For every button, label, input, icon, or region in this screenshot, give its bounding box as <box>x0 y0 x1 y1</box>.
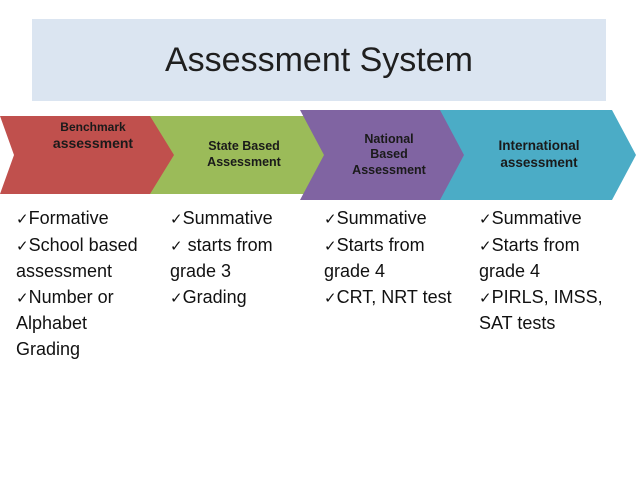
list-item-text: Summative <box>491 208 582 228</box>
stage-label-line: assessment <box>500 155 578 170</box>
list-item: ✓Formative <box>16 206 154 233</box>
check-icon: ✓ <box>170 236 183 255</box>
chevron-state <box>150 116 342 194</box>
list-item: ✓Summative <box>324 206 466 233</box>
stage-label-state: State Based Assessment <box>186 110 302 200</box>
check-icon: ✓ <box>324 210 337 228</box>
stage-label-benchmark: Benchmark assessment <box>38 110 148 200</box>
title-band <box>32 19 606 101</box>
list-item: ✓Grading <box>170 285 310 312</box>
chevron-national <box>300 110 478 200</box>
stage-label-line: Benchmark <box>60 120 126 134</box>
benchmark-details: ✓Formative ✓School based assessment ✓Num… <box>16 206 154 362</box>
state-details: ✓Summative ✓ starts from grade 3 ✓Gradin… <box>170 206 310 311</box>
list-item-text: Grading <box>182 286 247 307</box>
international-details: ✓Summative ✓Starts from grade 4 ✓PIRLS, … <box>479 206 619 337</box>
stage-label-line: Assessment <box>207 155 281 169</box>
check-icon: ✓ <box>16 288 29 307</box>
list-item-text: starts from grade 3 <box>170 234 278 282</box>
check-icon: ✓ <box>324 288 337 307</box>
check-icon: ✓ <box>324 236 337 255</box>
list-item: ✓Summative <box>170 206 310 233</box>
list-item-text: School based assessment <box>16 234 138 282</box>
stage-label-international: International assessment <box>476 110 602 200</box>
list-item-text: Summative <box>336 208 427 228</box>
stage-label-line: assessment <box>52 135 134 151</box>
stage-label-line: State Based <box>208 139 280 154</box>
check-icon: ✓ <box>170 288 183 307</box>
chevron-international <box>440 110 636 200</box>
check-icon: ✓ <box>170 210 183 228</box>
check-icon: ✓ <box>479 288 492 307</box>
stage-label-line: International <box>498 138 580 154</box>
list-item-text: Formative <box>28 208 109 228</box>
list-item: ✓Starts from grade 4 <box>324 233 466 285</box>
page-title: Assessment System <box>165 40 473 79</box>
check-icon: ✓ <box>16 210 29 228</box>
list-item: ✓Summative <box>479 206 619 233</box>
stage-label-national: National Based Assessment <box>334 110 444 200</box>
national-details: ✓Summative ✓Starts from grade 4 ✓CRT, NR… <box>324 206 466 311</box>
check-icon: ✓ <box>479 210 492 228</box>
list-item-text: Summative <box>182 208 273 228</box>
list-item-text: Number or Alphabet Grading <box>16 286 114 359</box>
list-item-text: Starts from grade 4 <box>479 234 580 282</box>
list-item: ✓ starts from grade 3 <box>170 233 310 285</box>
check-icon: ✓ <box>479 236 492 255</box>
stage-label-line: Assessment <box>352 162 426 177</box>
list-item: ✓Starts from grade 4 <box>479 233 619 285</box>
list-item-text: PIRLS, IMSS, SAT tests <box>479 286 603 334</box>
stage-label-line: National <box>364 131 414 146</box>
list-item: ✓PIRLS, IMSS, SAT tests <box>479 285 619 337</box>
list-item: ✓CRT, NRT test <box>324 285 466 312</box>
list-item-text: CRT, NRT test <box>336 286 452 307</box>
chevron-benchmark <box>0 116 192 194</box>
check-icon: ✓ <box>16 236 29 255</box>
list-item-text: Starts from grade 4 <box>324 234 425 282</box>
process-chevrons <box>0 110 636 200</box>
list-item: ✓Number or Alphabet Grading <box>16 285 154 363</box>
stage-label-line: Based <box>370 147 408 162</box>
list-item: ✓School based assessment <box>16 233 154 285</box>
